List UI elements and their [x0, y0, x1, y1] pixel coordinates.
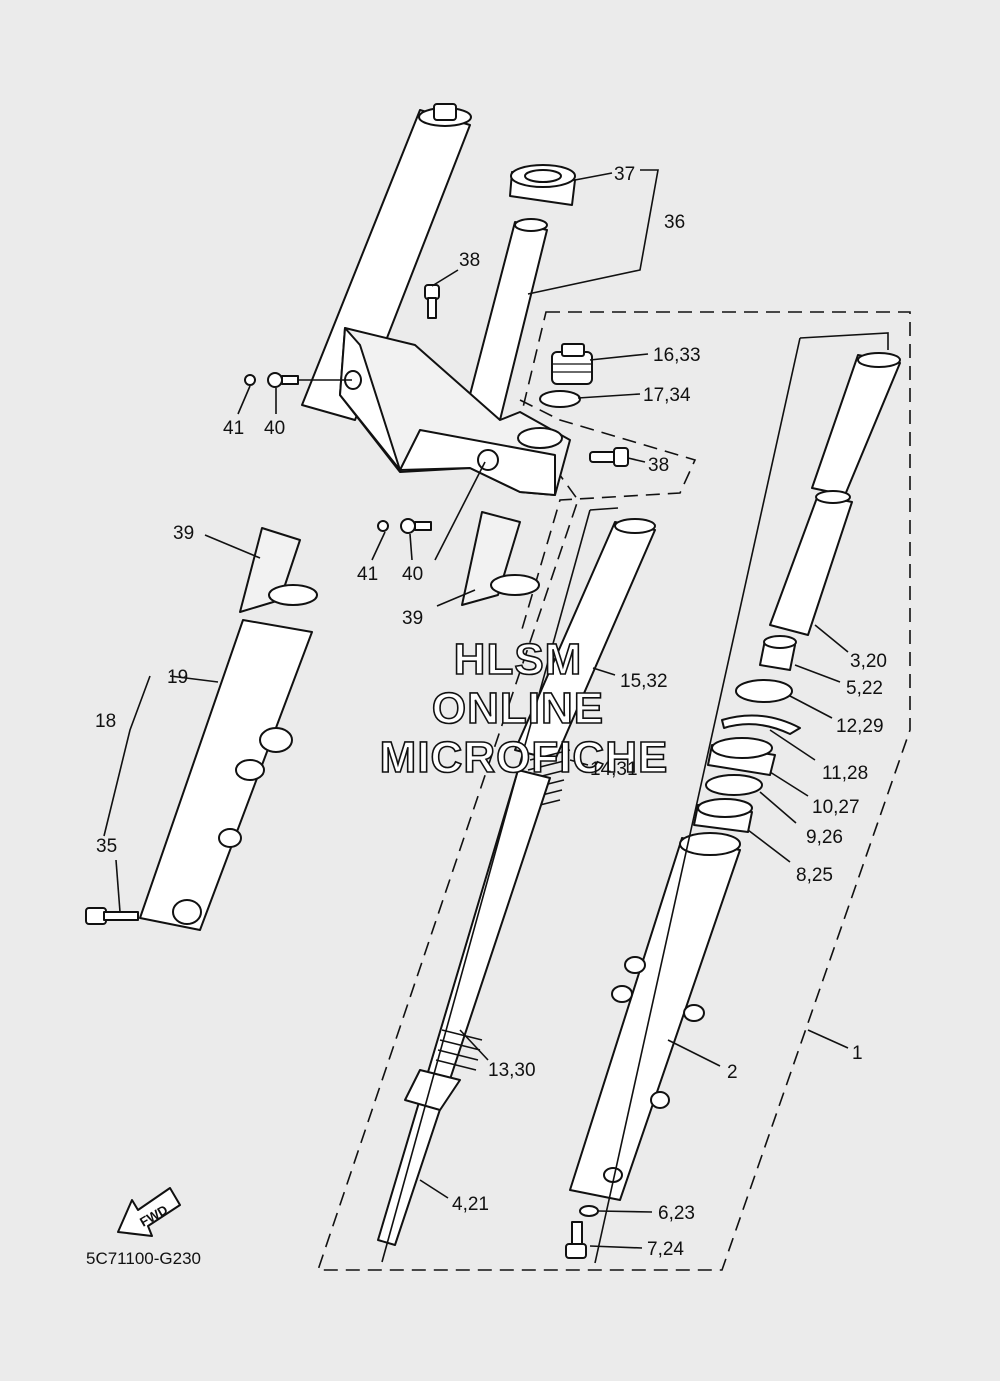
callout-39-right: 39 — [402, 608, 423, 629]
callout-10-27: 10,27 — [812, 797, 860, 818]
callout-36: 36 — [664, 212, 685, 233]
callout-40-lower: 40 — [402, 564, 423, 585]
rebound-spring — [435, 1029, 483, 1071]
gasket — [579, 1205, 599, 1217]
callout-11-28: 11,28 — [822, 763, 868, 784]
inner-tube-center — [514, 518, 656, 761]
callout-15-32: 15,32 — [620, 671, 668, 692]
watermark-line-3: MICROFICHE — [380, 733, 669, 782]
callout-41-lower: 41 — [357, 564, 378, 585]
callout-18: 18 — [95, 711, 116, 732]
fork-cover-left — [239, 527, 318, 613]
callout-39-left: 39 — [173, 523, 194, 544]
callout-41-upper: 41 — [223, 418, 244, 439]
callout-12-29: 12,29 — [836, 716, 884, 737]
fork-cover-right — [461, 511, 540, 606]
cap-41-lower — [377, 520, 389, 532]
callout-2: 2 — [727, 1062, 738, 1083]
callout-37: 37 — [614, 164, 635, 185]
callout-13-30: 13,30 — [488, 1060, 536, 1081]
bolt-right — [589, 447, 629, 467]
outer-tube-right — [569, 832, 741, 1201]
watermark: HLSM ONLINE MICROFICHE — [379, 634, 669, 783]
cap-41-upper — [244, 374, 256, 386]
callout-3-20: 3,20 — [850, 651, 887, 672]
bolt-upper — [424, 284, 440, 319]
steering-stem-pipe — [465, 218, 548, 421]
bearing — [509, 164, 576, 206]
o-ring — [539, 390, 581, 408]
seal-washer — [705, 774, 763, 796]
fwd-arrow: FWD — [117, 1187, 181, 1237]
washer — [735, 679, 793, 703]
circlip — [721, 714, 801, 735]
outer-tube-left — [139, 619, 313, 931]
oil-seal — [707, 737, 776, 776]
callout-38-right: 38 — [648, 455, 669, 476]
callout-19: 19 — [167, 667, 188, 688]
lower-bracket — [339, 327, 571, 496]
bolt-40-lower — [400, 518, 432, 534]
slide-metal — [693, 798, 753, 833]
drain-bolt — [565, 1221, 587, 1259]
diagram-code: 5C71100-G230 — [86, 1249, 201, 1268]
leader-lines — [103, 169, 889, 1264]
callout-1: 1 — [852, 1043, 863, 1064]
callout-40-upper: 40 — [264, 418, 285, 439]
callout-4-21: 4,21 — [452, 1194, 489, 1215]
cap-bolt — [551, 343, 593, 385]
callout-8-25: 8,25 — [796, 865, 833, 886]
watermark-line-2: ONLINE — [432, 684, 604, 733]
callout-17-34: 17,34 — [643, 385, 691, 406]
watermark-line-1: HLSM — [454, 635, 583, 684]
inner-tube-right — [769, 352, 901, 636]
callout-35: 35 — [96, 836, 117, 857]
callout-16-33: 16,33 — [653, 345, 701, 366]
callout-5-22: 5,22 — [846, 678, 883, 699]
bolt-40-upper — [267, 372, 299, 388]
callout-6-23: 6,23 — [658, 1203, 695, 1224]
bolt-35 — [85, 907, 139, 925]
callout-9-26: 9,26 — [806, 827, 843, 848]
callout-7-24: 7,24 — [647, 1239, 684, 1260]
callout-14-31: 14,31 — [590, 759, 638, 780]
callout-labels: 37 36 38 16,33 17,34 38 41 40 39 41 40 3… — [95, 164, 887, 1260]
damper-rod — [377, 769, 551, 1246]
bushing — [759, 635, 797, 671]
callout-38-upper: 38 — [459, 250, 480, 271]
